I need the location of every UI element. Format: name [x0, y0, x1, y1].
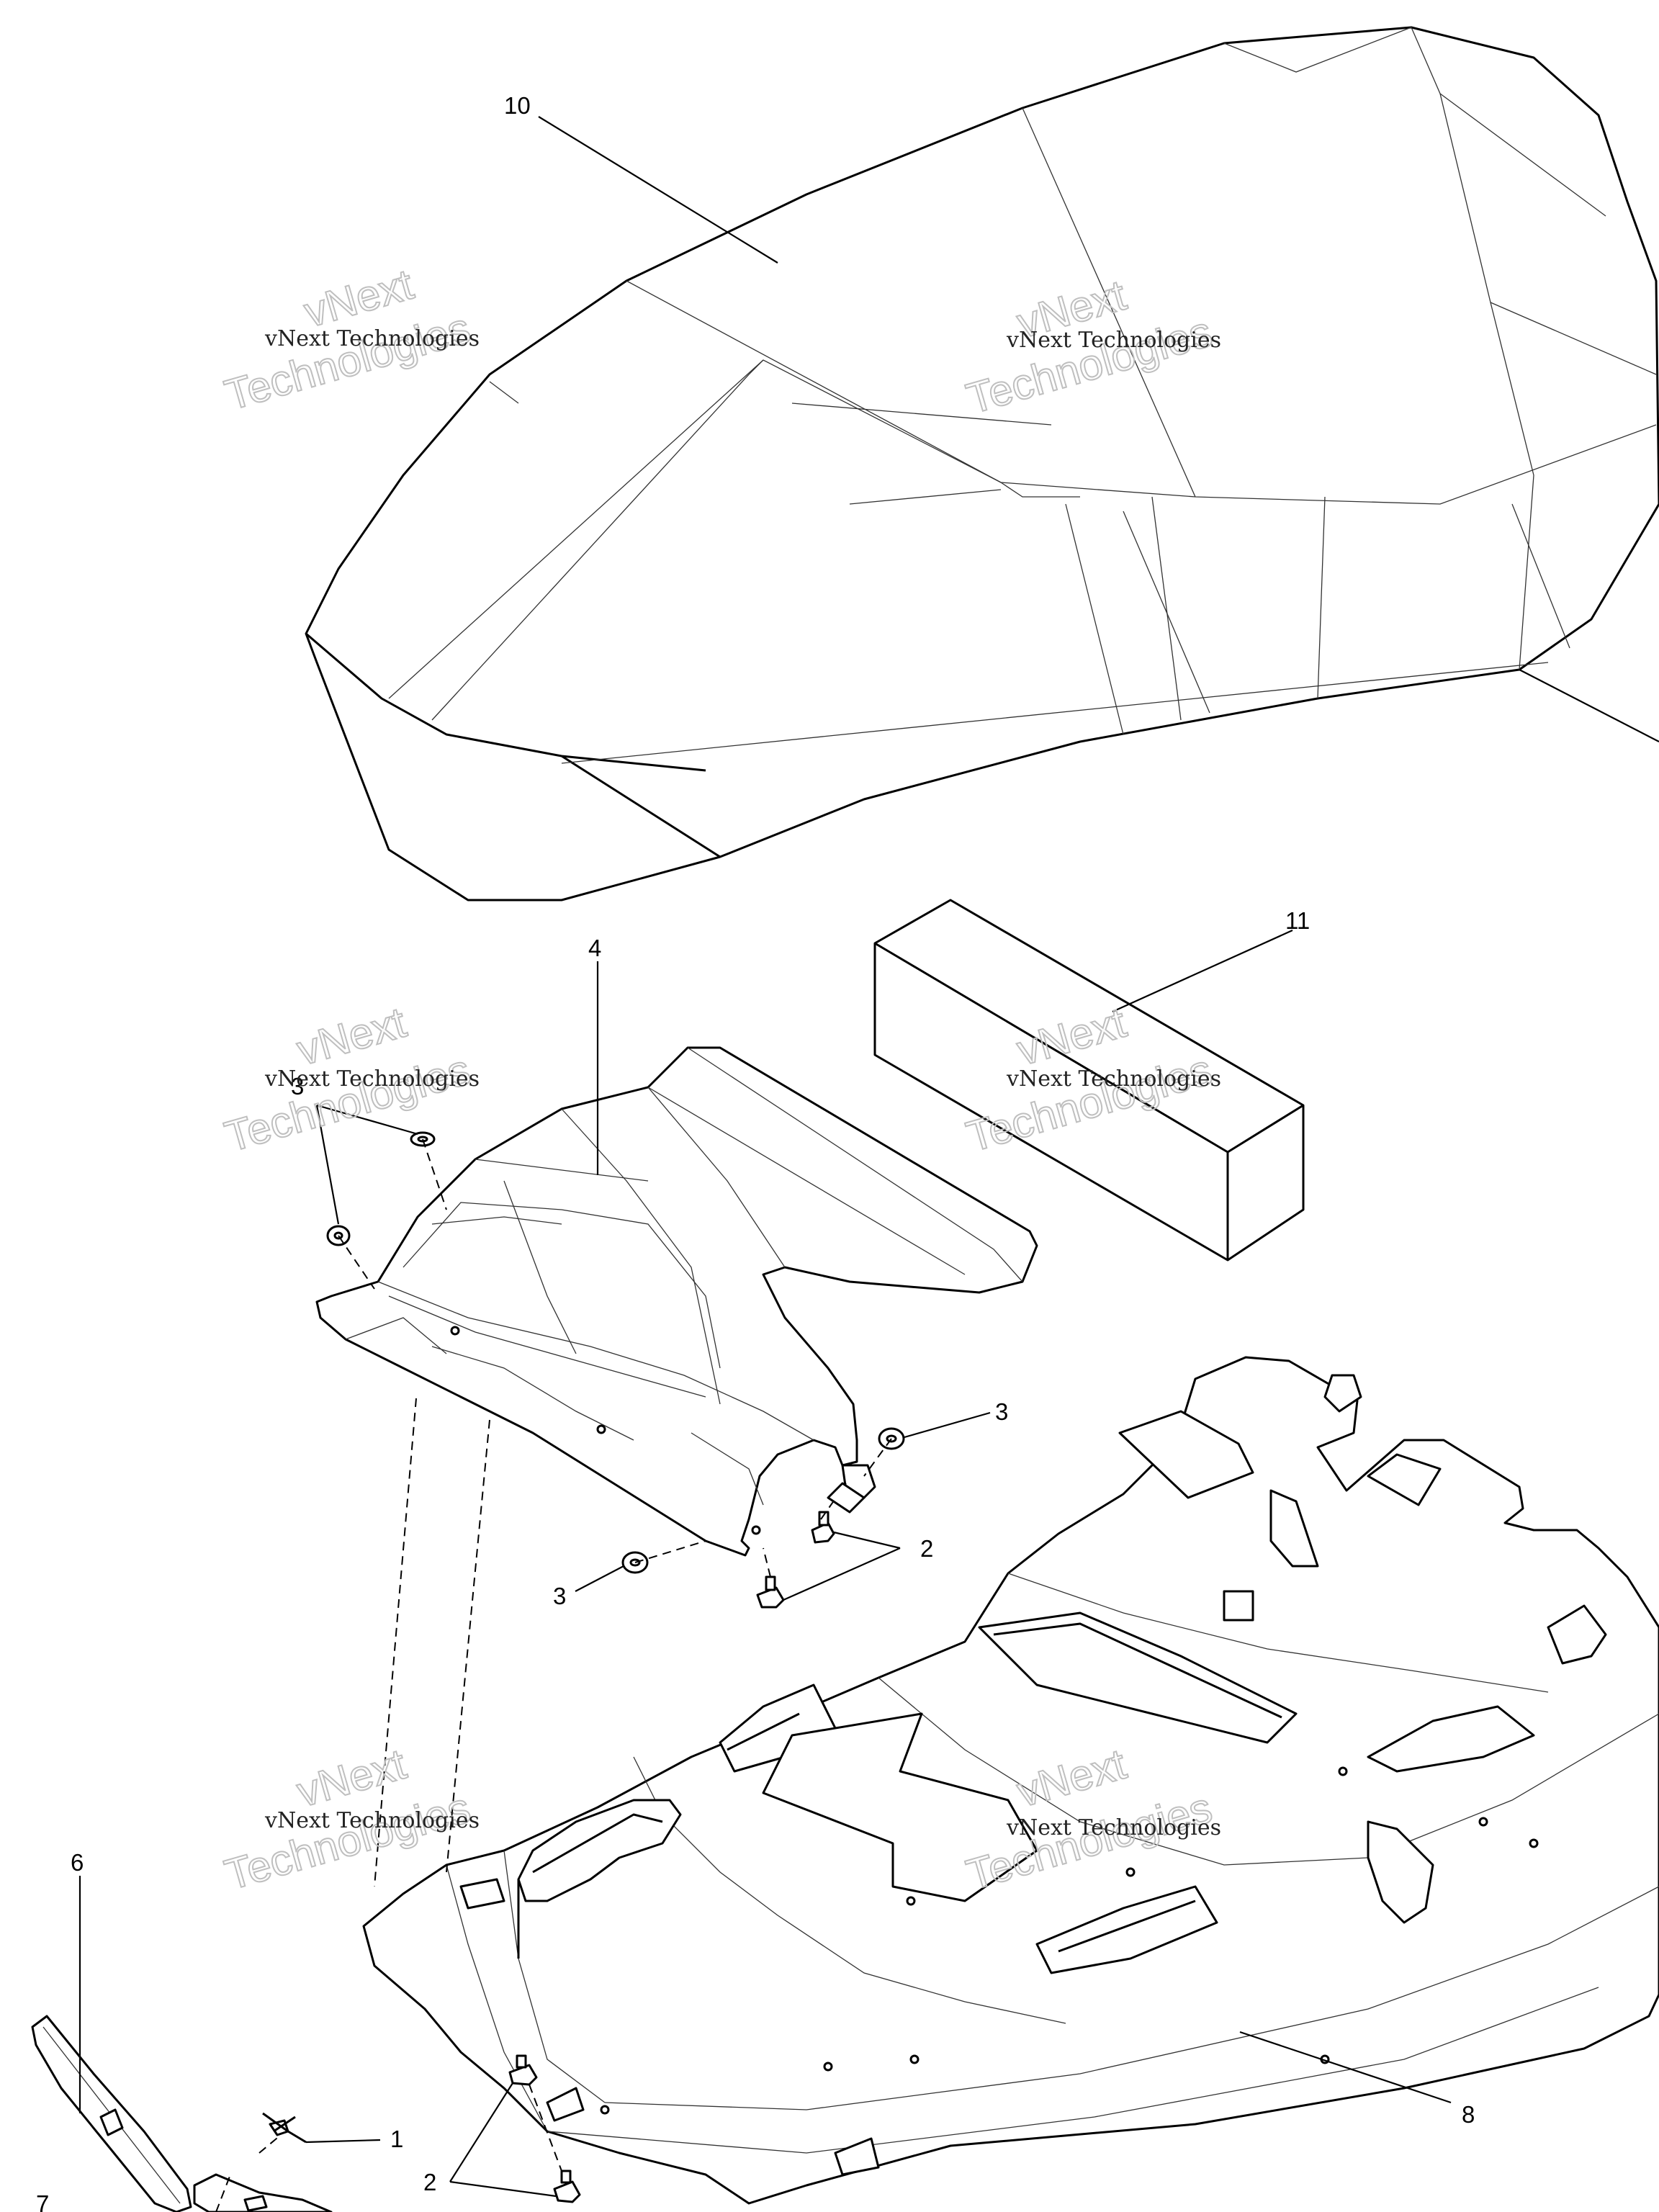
clip-part: [262, 2112, 307, 2144]
label-fastener-bottom: 2: [423, 2169, 436, 2195]
svg-text:vNext Technologies: vNext Technologies: [1006, 1815, 1221, 1840]
leader-fastener-bottom: [449, 2082, 557, 2198]
svg-text:Technologies: Technologies: [220, 1046, 475, 1161]
leader-fastener-mid: [783, 1531, 901, 1601]
svg-text:vNext: vNext: [292, 998, 411, 1075]
leader-washer-right: [904, 1411, 991, 1439]
watermark-top-left: vNext Technologies vNext Technologies: [219, 259, 480, 421]
label-clip: 1: [390, 2126, 403, 2152]
label-strip: 6: [71, 1849, 84, 1876]
dash-fastener-bottom: [763, 1547, 771, 1578]
leader-foam-block: [1112, 929, 1293, 1013]
leader-seat: [538, 116, 778, 264]
svg-text:vNext Technologies: vNext Technologies: [264, 1808, 480, 1833]
leader-washer-left: [315, 1104, 418, 1225]
base-part: [362, 1356, 1659, 2205]
label-fastener-mid: 2: [920, 1535, 933, 1562]
svg-text:vNext Technologies: vNext Technologies: [1006, 1066, 1221, 1092]
bottom-fasteners: [508, 2054, 581, 2203]
strip-part: [31, 2015, 192, 2212]
seat-part: [305, 26, 1659, 902]
leader-washer-bottom: [575, 1565, 624, 1592]
fasteners: [756, 1511, 835, 1609]
foam-block-part: [873, 899, 1305, 1262]
dash-align-right: [446, 1419, 490, 1873]
label-bracket: 7: [36, 2190, 49, 2212]
svg-text:vNext Technologies: vNext Technologies: [264, 326, 480, 351]
dash-align-left: [374, 1398, 417, 1887]
dash-washer-left: [338, 1235, 375, 1290]
label-base: 8: [1462, 2101, 1475, 2128]
label-seat: 10: [504, 92, 531, 119]
svg-text:vNext Technologies: vNext Technologies: [264, 1066, 480, 1092]
svg-text:vNext Technologies: vNext Technologies: [1006, 328, 1221, 353]
bracket-part: [193, 2173, 333, 2212]
label-washer-left: 3: [291, 1073, 304, 1100]
label-washer-bottom: 3: [553, 1583, 566, 1609]
label-washer-right: 3: [995, 1398, 1008, 1425]
dash-washer-right: [863, 1438, 892, 1477]
label-cover: 4: [588, 935, 601, 961]
dash-bottom-fastener: [529, 2084, 562, 2172]
leader-clip: [305, 2139, 381, 2144]
cover-part: [315, 1046, 1038, 1557]
label-foam-block: 11: [1285, 907, 1310, 934]
dash-washer-bottom: [634, 1540, 706, 1563]
leader-seat-right: [1519, 669, 1659, 742]
leader-base: [1239, 2031, 1452, 2104]
dash-bracket: [215, 2134, 282, 2212]
dash-washer-left-top: [422, 1138, 447, 1210]
watermark-mid-left: vNext Technologies vNext Technologies: [219, 997, 480, 1162]
